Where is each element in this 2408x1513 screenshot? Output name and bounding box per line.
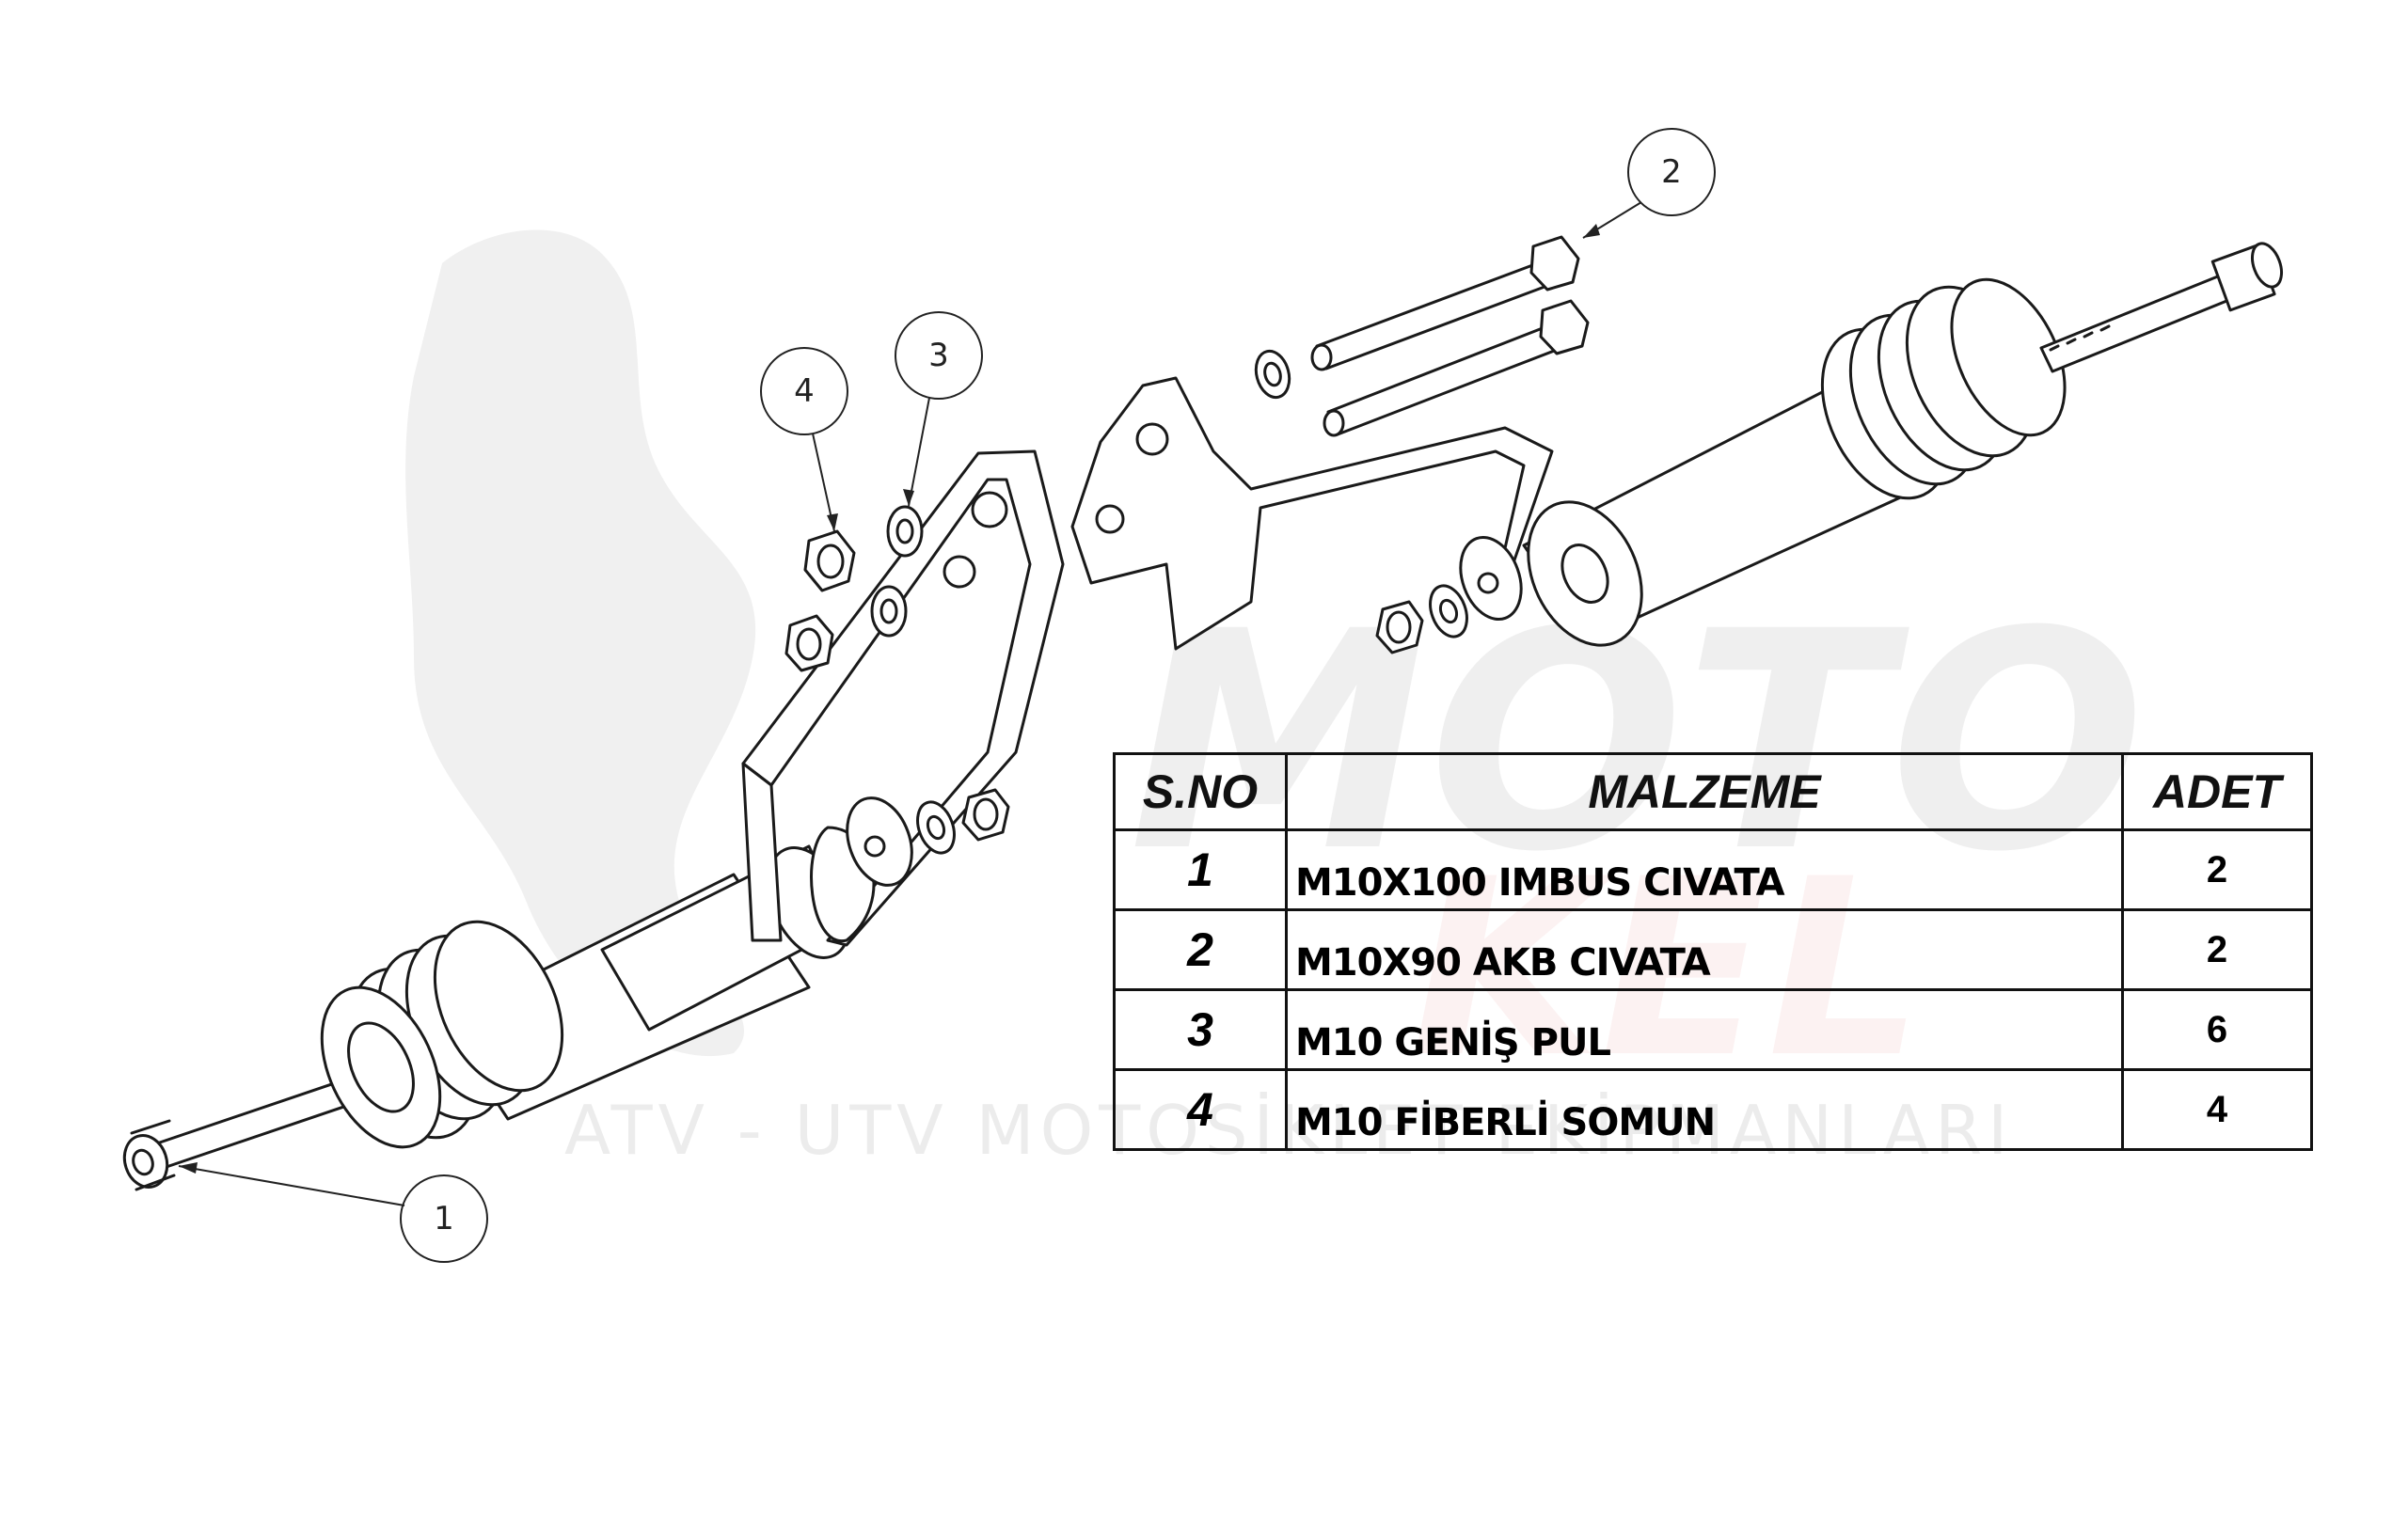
row-qty: 2 [2121,828,2313,911]
balloon-2-label: 2 [1661,153,1682,191]
row-material: M10X100 IMBUS CIVATA [1285,828,2124,911]
balloon-3-label: 3 [928,337,949,374]
row-qty: 6 [2121,988,2313,1071]
row-material: M10 FİBERLİ SOMUN [1285,1068,2124,1151]
row-no: 4 [1113,1068,1288,1151]
header-adet: ADET [2121,752,2313,831]
bill-of-materials-table: S.NO MALZEME ADET 1 M10X100 IMBUS CIVATA… [1113,752,2313,1151]
row-material: M10 GENİŞ PUL [1285,988,2124,1071]
right-bracket [1070,376,1554,651]
balloon-3 [895,311,983,400]
akb-bolts [1254,235,1590,437]
left-upper-nuts-washers [784,505,924,672]
row-material: M10X90 AKB CIVATA [1285,908,2124,991]
right-imbus-bolt [2039,242,2284,373]
table-header-row: S.NO MALZEME ADET [1113,752,2313,831]
left-washer-stack [846,788,1010,887]
row-qty: 4 [2121,1068,2313,1151]
header-sno: S.NO [1113,752,1288,831]
balloon-4-label: 4 [794,372,815,410]
table-row: 4 M10 FİBERLİ SOMUN 4 [1113,1068,2313,1151]
table-row: 3 M10 GENİŞ PUL 6 [1113,988,2313,1071]
balloon-1-label: 1 [434,1200,454,1237]
left-spacer-tube [320,844,851,1149]
balloon-1 [400,1174,488,1263]
row-no: 1 [1113,828,1288,911]
table-row: 2 M10X90 AKB CIVATA 2 [1113,908,2313,991]
header-malzeme: MALZEME [1285,752,2124,831]
table-row: 1 M10X100 IMBUS CIVATA 2 [1113,828,2313,911]
right-washer-stack [1375,535,1523,654]
row-no: 3 [1113,988,1288,1071]
row-qty: 2 [2121,908,2313,991]
balloon-2 [1627,128,1716,216]
balloon-4 [760,347,848,435]
row-no: 2 [1113,908,1288,991]
right-spacer-tube [1522,277,2067,647]
